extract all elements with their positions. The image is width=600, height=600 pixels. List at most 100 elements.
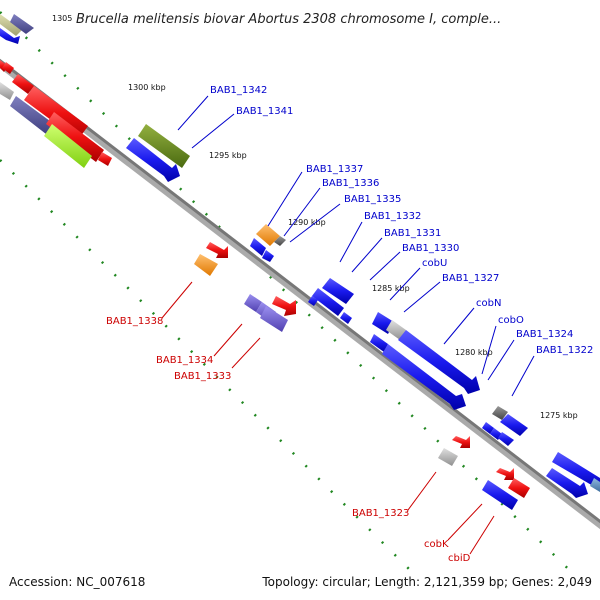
gene-feature[interactable] [438,448,458,466]
gene-feature[interactable] [308,296,318,306]
gene-label-bab1-1327[interactable]: BAB1_1327 [442,273,499,284]
gene-feature[interactable] [546,468,588,498]
gene-feature[interactable] [138,124,190,168]
label-leader [447,503,483,541]
gene-feature[interactable] [250,238,266,256]
reverse-genes [0,60,530,510]
gene-label-bab1-1324[interactable]: BAB1_1324 [516,329,573,340]
tick-label: 1275 kbp [540,411,578,420]
gene-feature[interactable] [508,478,530,498]
label-leader [191,113,235,149]
gene-feature[interactable] [262,250,274,262]
gene-label-bab1-1335[interactable]: BAB1_1335 [344,194,401,205]
gene-feature[interactable] [126,138,180,182]
gene-feature[interactable] [2,62,14,74]
tick-label: 1305 [52,14,72,23]
label-leader [177,95,209,131]
label-leader [351,237,383,273]
label-leader [289,203,341,243]
gene-feature[interactable] [244,294,262,312]
gene-feature[interactable] [98,152,112,166]
gene-feature[interactable] [46,112,104,162]
gene-feature[interactable] [0,28,20,44]
gene-feature[interactable] [552,452,600,490]
gene-feature[interactable] [398,330,480,394]
label-leader [407,471,437,511]
gene-label-bab1-1342[interactable]: BAB1_1342 [210,85,267,96]
gene-feature[interactable] [492,406,508,420]
gene-feature[interactable] [496,468,514,480]
gene-label-cobu[interactable]: cobU [422,258,447,269]
gene-feature[interactable] [274,236,286,246]
label-leader [403,281,441,313]
gene-feature[interactable] [0,82,14,100]
gene-label-bab1-1333[interactable]: BAB1_1333 [174,371,231,382]
map-title: Brucella melitensis biovar Abortus 2308 … [76,12,501,27]
label-leader [511,355,535,397]
label-leader [339,221,363,263]
gene-feature[interactable] [10,96,54,134]
gene-label-cobn[interactable]: cobN [476,298,501,309]
tick-ring-outer [0,11,600,600]
gene-feature[interactable] [452,436,470,448]
gene-label-bab1-1322[interactable]: BAB1_1322 [536,345,593,356]
tick-label: 1290 kbp [288,218,326,227]
label-leader [487,339,515,381]
label-leader [369,251,401,281]
gene-feature[interactable] [500,414,528,436]
gene-label-bab1-1332[interactable]: BAB1_1332 [364,211,421,222]
gene-feature[interactable] [206,242,228,258]
label-leaders [161,95,535,555]
gene-feature[interactable] [386,320,406,340]
label-leader [469,515,495,555]
gene-feature[interactable] [272,296,296,316]
gene-feature[interactable] [256,224,280,246]
label-leader [161,281,193,319]
label-leader [267,171,303,227]
gene-label-bab1-1330[interactable]: BAB1_1330 [402,243,459,254]
label-leader [283,187,321,237]
tick-label: 1280 kbp [455,348,493,357]
backbone-shadow [0,60,600,530]
gene-feature[interactable] [10,14,34,34]
gene-feature[interactable] [322,278,354,304]
gene-label-bab1-1323[interactable]: BAB1_1323 [352,508,409,519]
gene-feature[interactable] [12,74,34,94]
tick-label: 1285 kbp [372,284,410,293]
gene-feature[interactable] [312,288,344,316]
gene-feature[interactable] [194,254,218,276]
gene-feature[interactable] [340,312,352,324]
gene-feature[interactable] [260,306,288,332]
gene-feature[interactable] [44,124,92,168]
gene-feature[interactable] [0,14,22,36]
gene-label-cobk[interactable]: cobK [424,539,449,550]
accession-text: Accession: NC_007618 [9,575,145,589]
gene-feature[interactable] [498,432,514,446]
label-leader [389,267,421,301]
gene-feature[interactable] [482,422,494,434]
gene-label-bab1-1337[interactable]: BAB1_1337 [306,164,363,175]
gene-feature[interactable] [382,344,466,410]
forward-genes [0,14,600,498]
tick-label: 1295 kbp [209,151,247,160]
gene-label-bab1-1341[interactable]: BAB1_1341 [236,106,293,117]
gene-label-cbid[interactable]: cbiD [448,553,471,564]
gene-label-bab1-1338[interactable]: BAB1_1338 [106,316,163,327]
gene-feature[interactable] [370,334,388,352]
label-leader [231,337,261,369]
backbone [0,58,600,524]
footer-background [0,570,600,600]
gene-feature[interactable] [590,478,600,492]
gene-label-bab1-1331[interactable]: BAB1_1331 [384,228,441,239]
gene-label-bab1-1334[interactable]: BAB1_1334 [156,355,213,366]
gene-feature[interactable] [482,480,518,510]
label-leader [481,325,497,375]
topology-text: Topology: circular; Length: 2,121,359 bp… [261,575,592,589]
tick-label: 1300 kbp [128,83,166,92]
gene-label-cobo[interactable]: cobO [498,315,524,326]
label-leader [443,307,475,345]
gene-label-bab1-1336[interactable]: BAB1_1336 [322,178,379,189]
label-leader [213,323,243,357]
